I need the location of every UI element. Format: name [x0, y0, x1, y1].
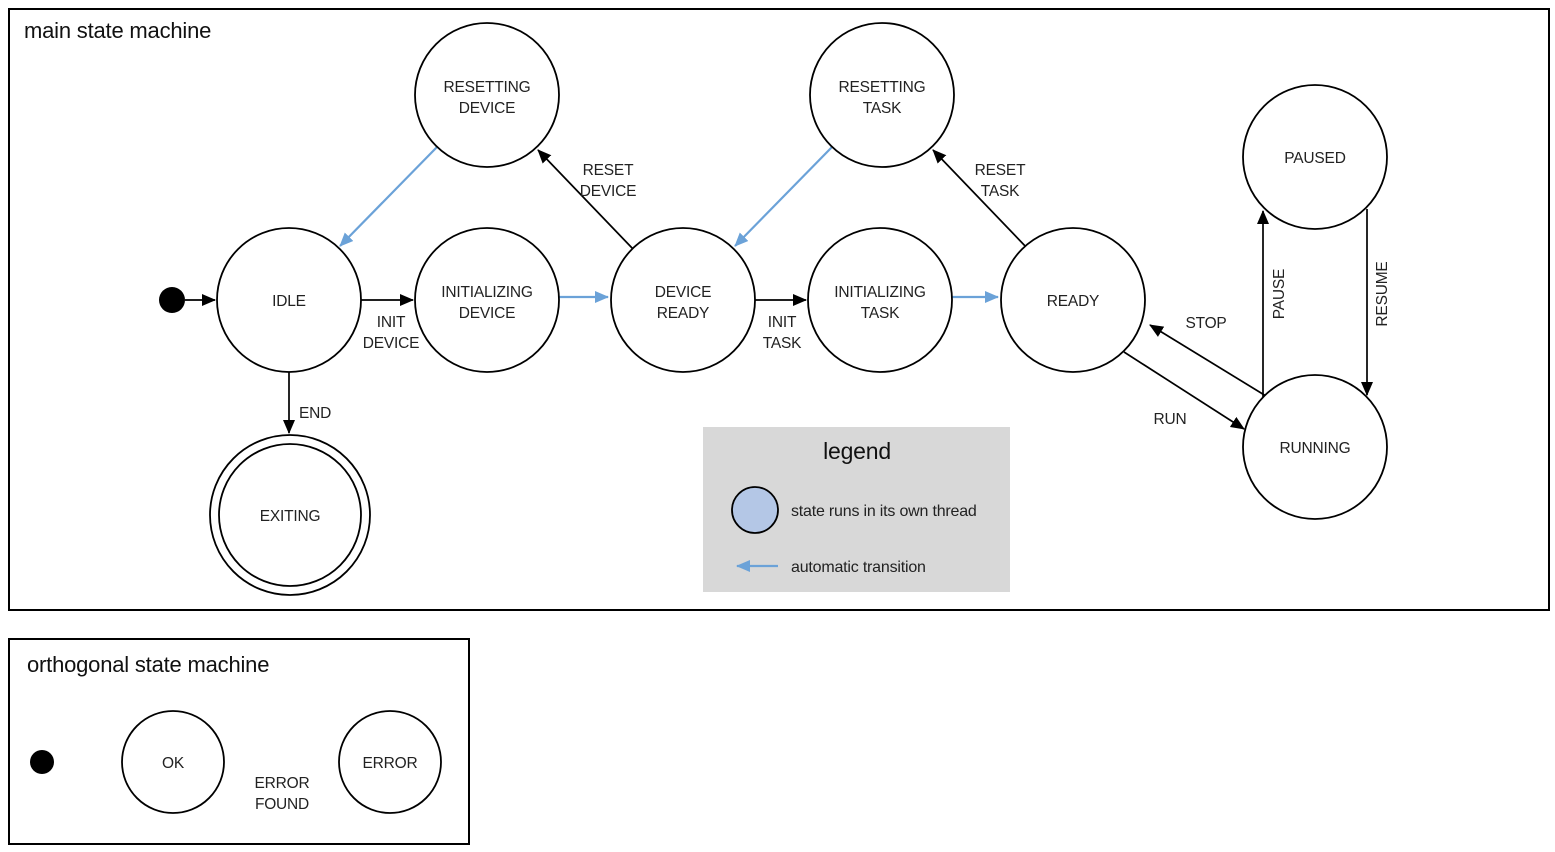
legend-thread-state-icon [731, 486, 779, 534]
label-stop: STOP [1185, 315, 1226, 332]
edge-device-ready-to-resetting-device [537, 149, 634, 250]
label-init-device-2: DEVICE [363, 335, 420, 352]
label-run: RUN [1154, 411, 1187, 428]
main-state-machine-title: main state machine [24, 18, 211, 43]
state-ready [1000, 227, 1146, 373]
state-initializing-device-label-2: DEVICE [459, 305, 516, 322]
state-device-ready [610, 227, 756, 373]
edge-resetting-task-to-device-ready-auto [734, 146, 833, 247]
state-resetting-device-label-2: DEVICE [459, 100, 516, 117]
label-reset-task-1: RESET [975, 162, 1026, 179]
state-running-label: RUNNING [1280, 440, 1351, 457]
state-resetting-device-label-1: RESETTING [444, 79, 531, 96]
state-resetting-task-label-1: RESETTING [839, 79, 926, 96]
orthogonal-state-machine-title: orthogonal state machine [27, 652, 269, 677]
edge-resetting-device-to-idle-auto [339, 146, 438, 247]
label-resume: RESUME [1374, 261, 1391, 326]
label-pause: PAUSE [1271, 269, 1288, 319]
main-states: IDLE RESETTING DEVICE INITIALIZING DEVIC… [209, 22, 1388, 596]
state-ok [121, 710, 225, 814]
state-paused-label: PAUSED [1284, 150, 1345, 167]
state-initializing-task-label-2: TASK [861, 305, 900, 322]
label-reset-device-2: DEVICE [580, 183, 637, 200]
edge-ready-to-running-run [1123, 351, 1245, 430]
state-idle [216, 227, 362, 373]
edge-running-to-ready-stop [1149, 324, 1267, 397]
label-init-task-1: INIT [768, 314, 797, 331]
legend: legend state runs in its own thread auto… [703, 427, 1010, 592]
state-error [338, 710, 442, 814]
state-error-label: ERROR [363, 755, 418, 772]
label-error-found-2: FOUND [255, 796, 309, 813]
state-ok-label: OK [162, 755, 185, 772]
orthogonal-state-machine: orthogonal state machine OK ERROR ERROR … [8, 638, 470, 845]
state-resetting-task-label-2: TASK [863, 100, 902, 117]
state-device-ready-label-2: READY [657, 305, 709, 322]
legend-thread-label: state runs in its own thread [791, 503, 977, 520]
state-resetting-device [414, 22, 560, 168]
initial-state-dot-main [159, 287, 185, 313]
label-reset-task-2: TASK [981, 183, 1020, 200]
main-transitions [55, 149, 1373, 768]
state-exiting [218, 443, 362, 587]
state-running [1242, 374, 1388, 520]
legend-title: legend [823, 438, 891, 464]
state-ready-label: READY [1047, 293, 1099, 310]
state-resetting-task [809, 22, 955, 168]
main-transition-labels: INIT DEVICE RESET DEVICE INIT TASK RESET… [299, 162, 1391, 428]
state-paused [1242, 84, 1388, 230]
label-reset-device-1: RESET [583, 162, 634, 179]
state-idle-label: IDLE [272, 293, 306, 310]
label-init-task-2: TASK [763, 335, 802, 352]
state-initializing-device [414, 227, 560, 373]
state-initializing-device-label-1: INITIALIZING [441, 284, 532, 301]
label-init-device-1: INIT [377, 314, 406, 331]
state-exiting-label: EXITING [260, 508, 321, 525]
edge-ready-to-resetting-task [932, 149, 1029, 250]
legend-auto-label: automatic transition [791, 559, 926, 576]
initial-state-dot-orthogonal [30, 750, 54, 774]
label-error-found-1: ERROR [255, 775, 310, 792]
state-initializing-task-label-1: INITIALIZING [834, 284, 925, 301]
state-device-ready-label-1: DEVICE [655, 284, 712, 301]
label-end: END [299, 405, 331, 422]
state-initializing-task [807, 227, 953, 373]
main-auto-transitions [339, 146, 999, 303]
